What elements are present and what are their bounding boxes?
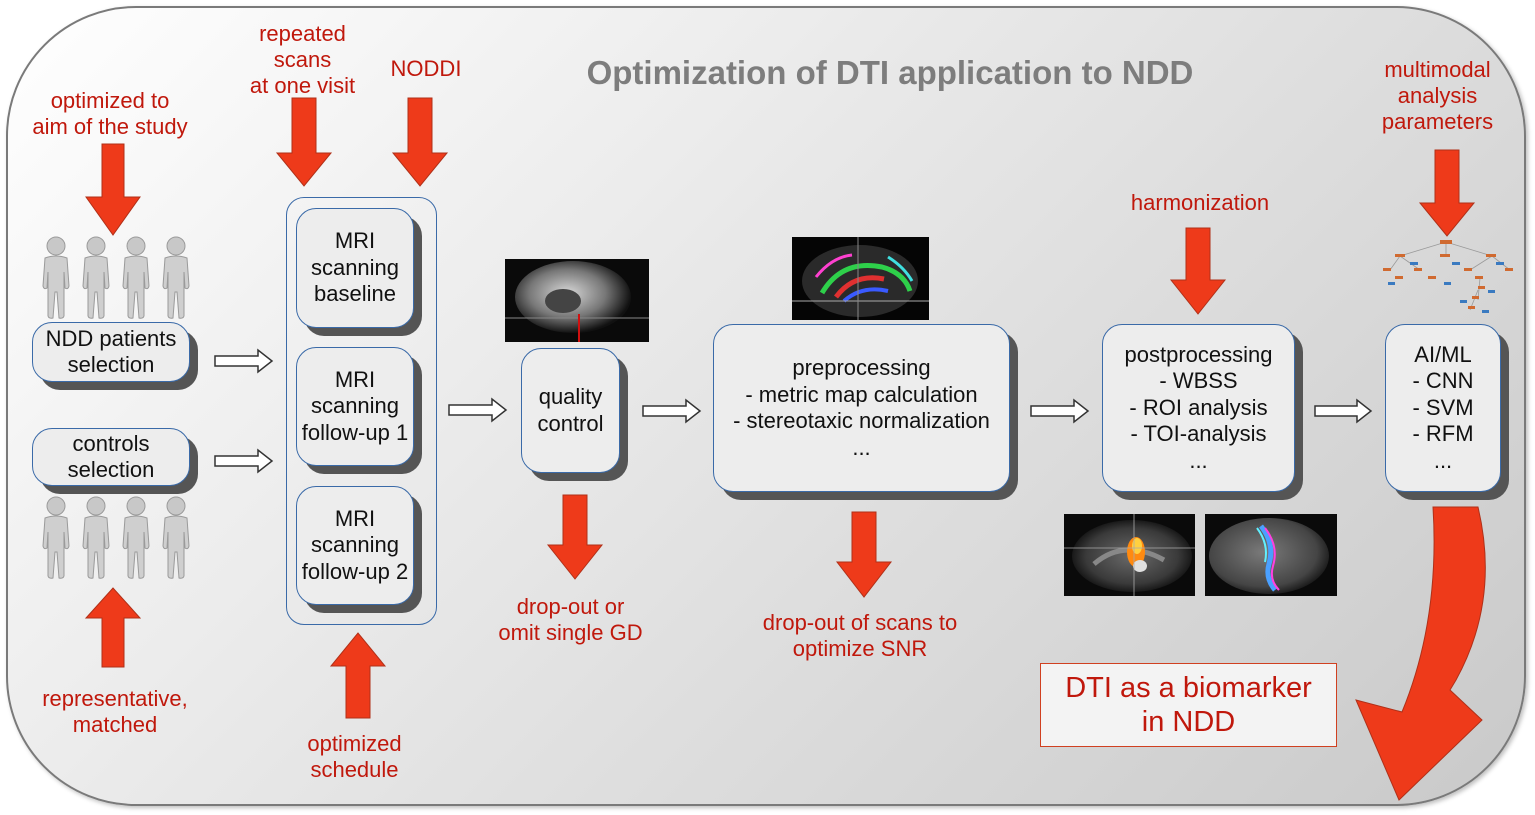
arrow-icon (642, 398, 702, 424)
mri-group-frame (286, 197, 437, 625)
person-icon (162, 496, 190, 579)
person-icon (42, 236, 70, 319)
arrow-icon (1355, 506, 1486, 801)
box-ai-ml: AI/ML- CNN- SVM- RFM... (1385, 324, 1501, 492)
arrow-icon (84, 587, 142, 668)
arrow-icon (1314, 398, 1373, 424)
brain-scan-icon (505, 259, 649, 342)
annotation-representative: representative,matched (42, 686, 188, 737)
arrow-icon (835, 511, 893, 598)
arrow-icon (1169, 227, 1227, 315)
box-postprocessing: postprocessing- WBSS- ROI analysis- TOI-… (1102, 324, 1295, 492)
brain-scan-icon (792, 237, 929, 320)
brain-scan-icon (1064, 514, 1195, 596)
arrow-icon (546, 494, 604, 580)
box-preprocessing: preprocessing- metric map calculation- s… (713, 324, 1010, 492)
annotation-harmonization: harmonization (1130, 190, 1270, 215)
arrow-icon (214, 448, 274, 474)
arrow-icon (448, 397, 508, 423)
person-icon (42, 496, 70, 579)
person-icon (122, 496, 150, 579)
person-icon (82, 496, 110, 579)
annotation-noddi: NODDI (390, 56, 462, 81)
person-icon (122, 236, 150, 319)
person-icon (82, 236, 110, 319)
arrow-icon (391, 97, 449, 187)
arrow-icon (329, 632, 387, 719)
decision-tree-icon (1389, 241, 1511, 311)
arrow-icon (1030, 398, 1090, 424)
arrow-icon (1418, 149, 1476, 237)
arrow-icon (214, 348, 274, 374)
diagram-title: Optimization of DTI application to NDD (586, 54, 1194, 91)
arrow-icon (275, 97, 333, 187)
arrow-icon (85, 143, 141, 236)
brain-scan-icon (1205, 514, 1337, 596)
person-icon (162, 236, 190, 319)
